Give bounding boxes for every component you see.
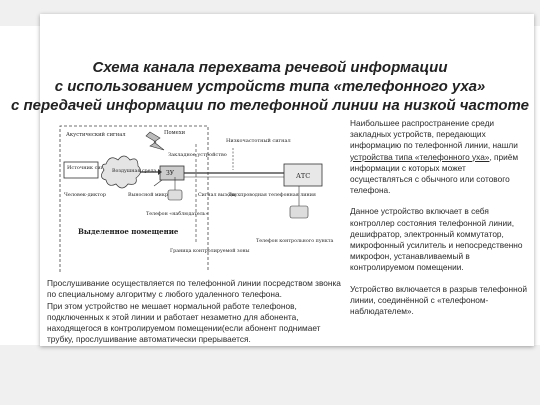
ats-label: АТС <box>296 172 310 180</box>
ats-box <box>283 163 323 187</box>
source-label: Источник сигнала <box>67 165 116 171</box>
p1-underlined: устройства типа «телефонного уха» <box>350 151 490 162</box>
title-line-3: с передачей информации по телефонной лин… <box>10 97 530 114</box>
control-point-phone-label: Телефон контрольного пункта <box>256 237 334 244</box>
title-line-2: с использованием устройств типа «телефон… <box>54 78 486 95</box>
right-paragraph-1: Наибольшее распространение среди закладн… <box>350 118 528 196</box>
duplex-line-label: Двухпроводная телефонная линия <box>228 191 316 198</box>
right-paragraph-3: Устройство включается в разрыв телефонно… <box>350 283 527 317</box>
p1-after: , приём информации с которых может осуще… <box>350 151 519 196</box>
microphone-wire <box>153 179 163 187</box>
interference-label: Помехи <box>164 130 186 136</box>
p1-before: Наибольшее распространение среди закладн… <box>350 118 518 151</box>
bottom-band <box>0 345 540 405</box>
air-medium-cloud <box>101 155 141 189</box>
interference-lightning-icon <box>145 131 165 151</box>
phone-observer-label: Телефон «наблюдатель» <box>146 210 208 217</box>
human-speaker-label: Человек-диктор <box>64 192 106 198</box>
interception-diagram: Акустический сигнал Источник сигнала Чел… <box>59 125 334 272</box>
title-line-1: Схема канала перехвата речевой информаци… <box>92 59 448 76</box>
control-phone-icon <box>289 205 309 219</box>
bottom-description: Прослушивание осуществляется по телефонн… <box>47 278 347 346</box>
acoustic-signal-label: Акустический сигнал <box>66 132 126 138</box>
right-description: Наибольшее распространение среди закладн… <box>350 118 528 327</box>
slide-title: Схема канала перехвата речевой информаци… <box>0 58 540 115</box>
bottom-paragraph-1: Прослушивание осуществляется по телефонн… <box>47 278 341 300</box>
signal-arrowhead-1 <box>158 169 162 175</box>
microphone-label: Выносной микрофон <box>128 191 181 198</box>
room-boundary-label: Граница контролируемой зоны <box>170 248 250 254</box>
call-signal-label: Сигнал вызова <box>198 192 236 198</box>
zu-label: ЗУ <box>166 170 175 177</box>
bottom-paragraph-2: При этом устройство не мешает нормальной… <box>47 300 321 345</box>
right-paragraph-2: Данное устройство включает в себя контро… <box>350 206 523 273</box>
source-box <box>63 161 99 179</box>
lf-signal-label: Низкочастотный сигнал <box>226 138 291 144</box>
embedded-device-label: Закладное устройство <box>168 152 227 158</box>
air-medium-label: Воздушная среда <box>112 168 156 174</box>
phone-observer-icon <box>167 189 183 201</box>
dedicated-room-label: Выделенное помещение <box>78 227 179 236</box>
room-boundary-line <box>59 125 209 272</box>
